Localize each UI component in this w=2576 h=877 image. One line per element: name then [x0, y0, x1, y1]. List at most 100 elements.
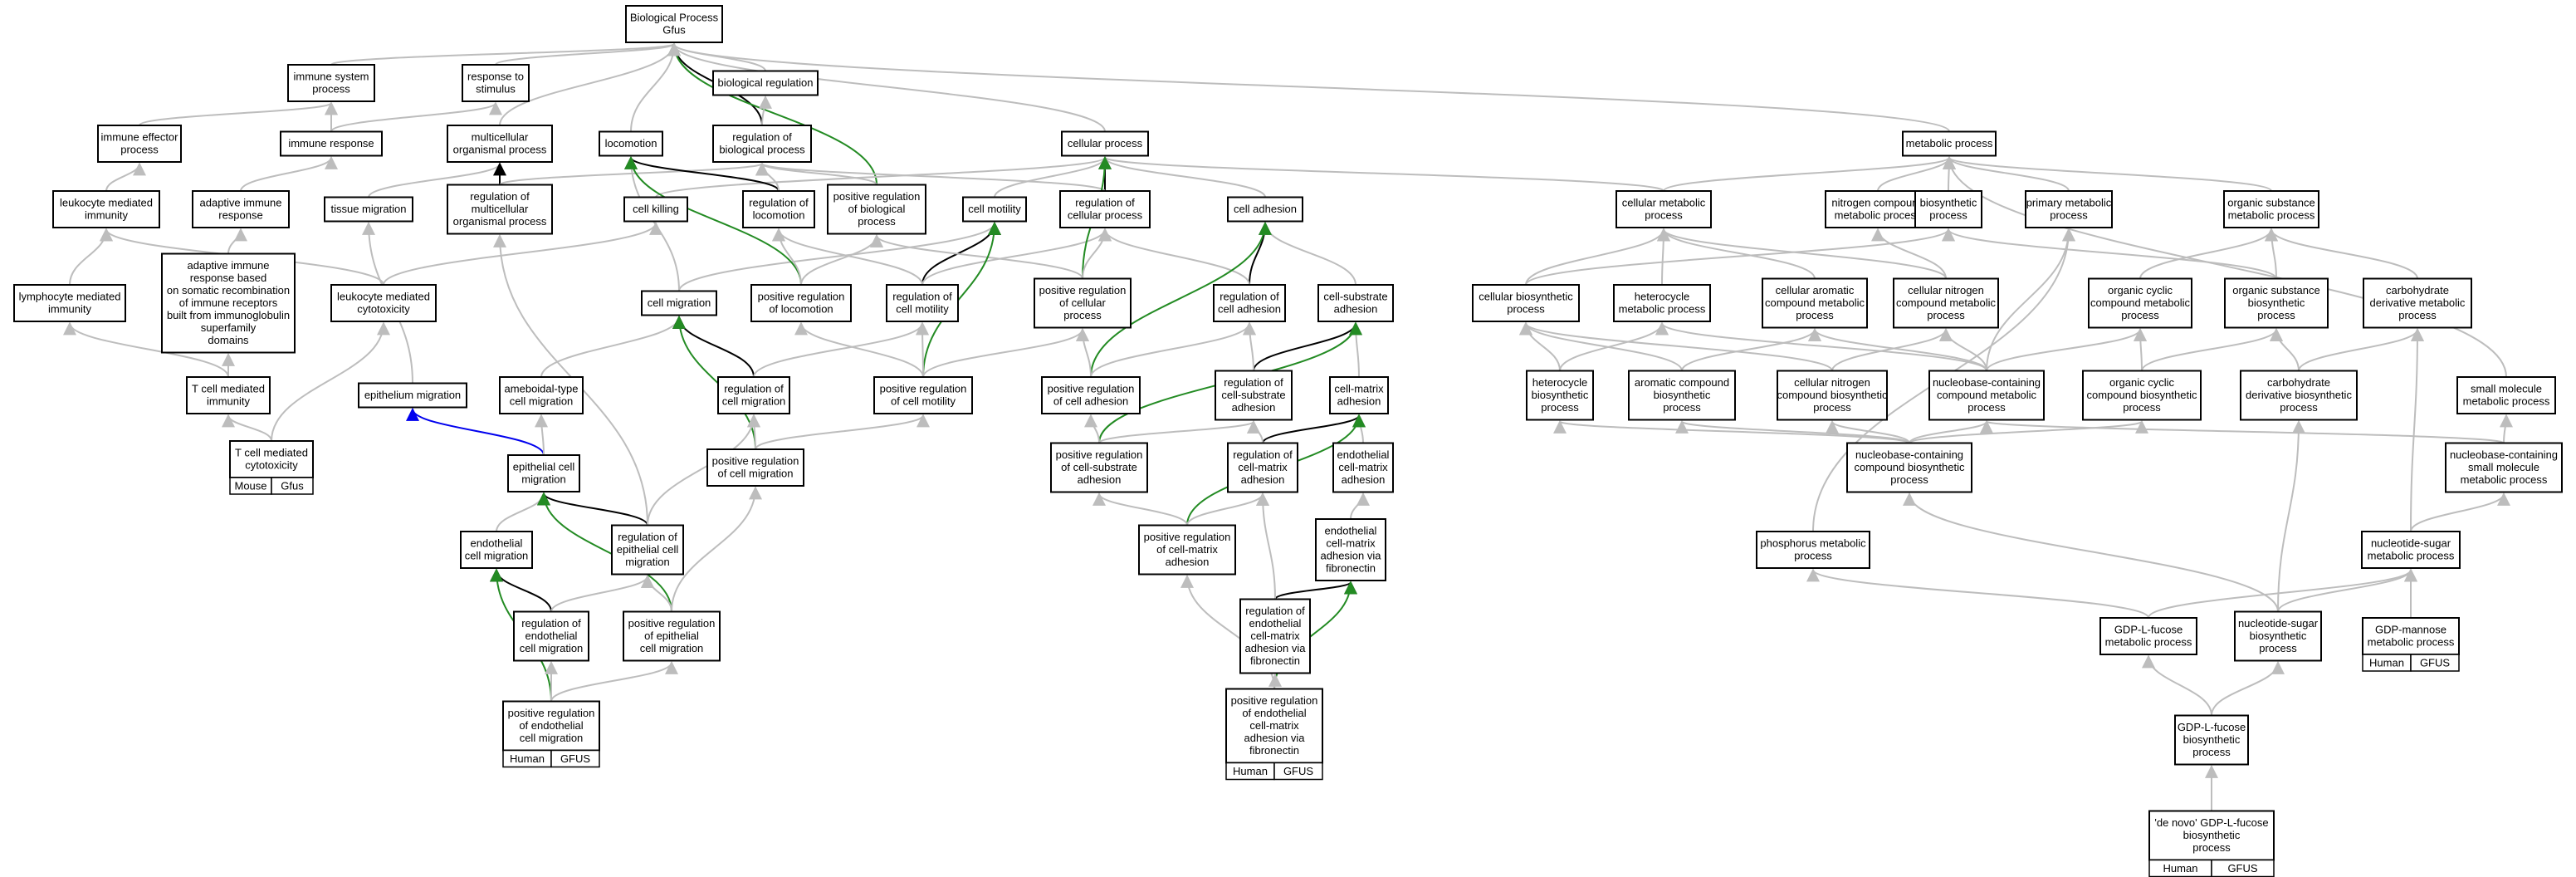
relation-edge-is-a: [1939, 327, 1987, 371]
relation-edge-is-a: [550, 574, 654, 612]
go-term-box: [706, 448, 804, 487]
relation-edge-positively-regulates: [624, 155, 802, 286]
relation-edge-is-a: [1980, 419, 2505, 444]
go-term-cadh[interactable]: cell adhesion: [1227, 196, 1303, 223]
go-term-label: on somatic recombination: [167, 284, 290, 296]
relation-edge-is-a: [870, 233, 1083, 279]
go-term-recmadhf[interactable]: regulation ofendothelialcell-matrixadhes…: [1239, 598, 1311, 674]
go-term-ir[interactable]: immune response: [280, 130, 383, 157]
go-term-mp[interactable]: metabolic process: [1902, 130, 1997, 157]
relation-edge-is-a: [1076, 327, 1092, 378]
go-term-cp[interactable]: cellular process: [1061, 130, 1149, 157]
go-term-label: process: [2123, 401, 2161, 414]
relation-edge-is-a: [758, 95, 772, 126]
go-term-box: [873, 376, 973, 414]
go-term-label: nitrogen compound: [1831, 197, 1923, 209]
go-term-epmig[interactable]: epithelium migration: [358, 382, 467, 409]
go-term-label: adhesion: [1232, 401, 1276, 414]
go-term-label: T cell mediated: [192, 383, 265, 395]
go-term-box: [2362, 617, 2460, 655]
go-term-breg[interactable]: biological regulation: [712, 70, 819, 96]
go-term-ck[interactable]: cell killing: [623, 196, 688, 223]
go-term-label: endothelial: [525, 630, 578, 642]
go-term-label: regulation of: [892, 291, 952, 303]
go-term-dngf[interactable]: 'de novo' GDP-L-fucosebiosyntheticproces…: [2148, 810, 2275, 877]
relation-edge-is-a: [647, 414, 760, 526]
go-term-cmig[interactable]: cell migration: [641, 290, 717, 316]
go-term-box: [1756, 531, 1870, 569]
go-term-loco[interactable]: locomotion: [599, 130, 663, 157]
go-term-tm[interactable]: tissue migration: [324, 196, 413, 223]
go-term-cmot[interactable]: cell motility: [962, 196, 1027, 223]
